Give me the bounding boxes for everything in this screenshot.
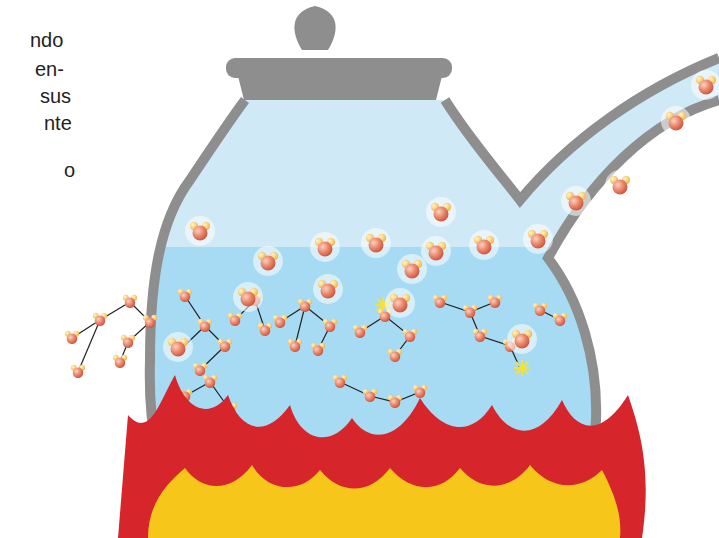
- water-molecules: [218, 339, 232, 352]
- vapour-molecules: [163, 332, 193, 362]
- water-molecules: [323, 319, 337, 332]
- vapour-molecules: [523, 224, 553, 254]
- water-molecules: [198, 319, 212, 332]
- text-fragment: o: [64, 158, 75, 182]
- water-molecules: [433, 295, 447, 308]
- water-molecules: [203, 375, 217, 388]
- water-molecules: [298, 299, 312, 312]
- water-molecules: [71, 365, 85, 378]
- lid: [238, 76, 442, 100]
- water-molecules: [388, 395, 402, 408]
- hydrogen-bonds: [340, 382, 420, 402]
- water: [100, 247, 660, 538]
- lid-knob: [294, 6, 335, 50]
- vapour-molecules: [313, 274, 343, 304]
- vapour-molecules: [421, 236, 451, 266]
- hydrogen-bonds: [185, 296, 225, 370]
- vapour-molecules: [397, 254, 427, 284]
- text-fragment: ndo: [30, 28, 63, 52]
- water-molecules: [488, 295, 502, 308]
- vapour-molecules: [561, 186, 591, 216]
- water-molecules: [121, 335, 135, 348]
- water-molecules: [123, 295, 137, 308]
- water-molecules: [463, 305, 477, 318]
- vapour-molecules: [361, 228, 391, 258]
- vapour-molecules: [253, 246, 283, 276]
- water-molecules: [228, 313, 242, 326]
- vapour-molecules: [426, 197, 456, 227]
- water-molecules: [311, 343, 325, 356]
- vapour-molecules: [469, 230, 499, 260]
- vapour-molecules: [163, 70, 719, 362]
- water-molecules: [178, 289, 192, 302]
- water-molecules: [388, 349, 402, 362]
- text-fragment: en-: [35, 57, 64, 81]
- sparkle: [170, 297, 530, 376]
- flame-inner: [148, 465, 620, 538]
- vapour-molecules: [310, 232, 340, 262]
- water-molecules: [353, 325, 367, 338]
- vapour-molecules: [661, 106, 691, 136]
- water-molecules: [273, 315, 287, 328]
- hydrogen-bonds: [78, 320, 100, 372]
- vapour-molecules: [385, 288, 415, 318]
- water-molecules: [413, 385, 427, 398]
- hydrogen-bonds: [72, 302, 150, 342]
- flame-outer: [118, 375, 646, 538]
- lid: [226, 58, 452, 78]
- text-fragment: sus: [40, 84, 71, 108]
- vapour-molecules: [691, 70, 719, 100]
- water-molecules: [65, 289, 567, 416]
- water-molecules: [113, 355, 127, 368]
- water-molecules: [143, 315, 157, 328]
- vapour-molecules: [605, 170, 635, 200]
- water-molecules: [363, 389, 377, 402]
- water-molecules: [333, 375, 347, 388]
- vapour-molecules: [185, 216, 215, 246]
- water-molecules: [93, 313, 107, 326]
- text-fragment: nte: [44, 111, 72, 135]
- water-molecules: [65, 331, 79, 344]
- water-molecules: [533, 303, 547, 316]
- hydrogen-bonds: [72, 296, 560, 410]
- kettle-outline: [445, 58, 719, 200]
- water-molecules: [258, 323, 272, 336]
- water-molecules: [288, 339, 302, 352]
- vapour-molecules: [233, 282, 263, 312]
- vapour-molecules: [507, 324, 537, 354]
- sparkle: [514, 360, 530, 376]
- water-molecules: [473, 329, 487, 342]
- hydrogen-bonds: [360, 316, 410, 356]
- water-molecules: [553, 313, 567, 326]
- water-molecules: [403, 329, 417, 342]
- water-molecules: [193, 363, 207, 376]
